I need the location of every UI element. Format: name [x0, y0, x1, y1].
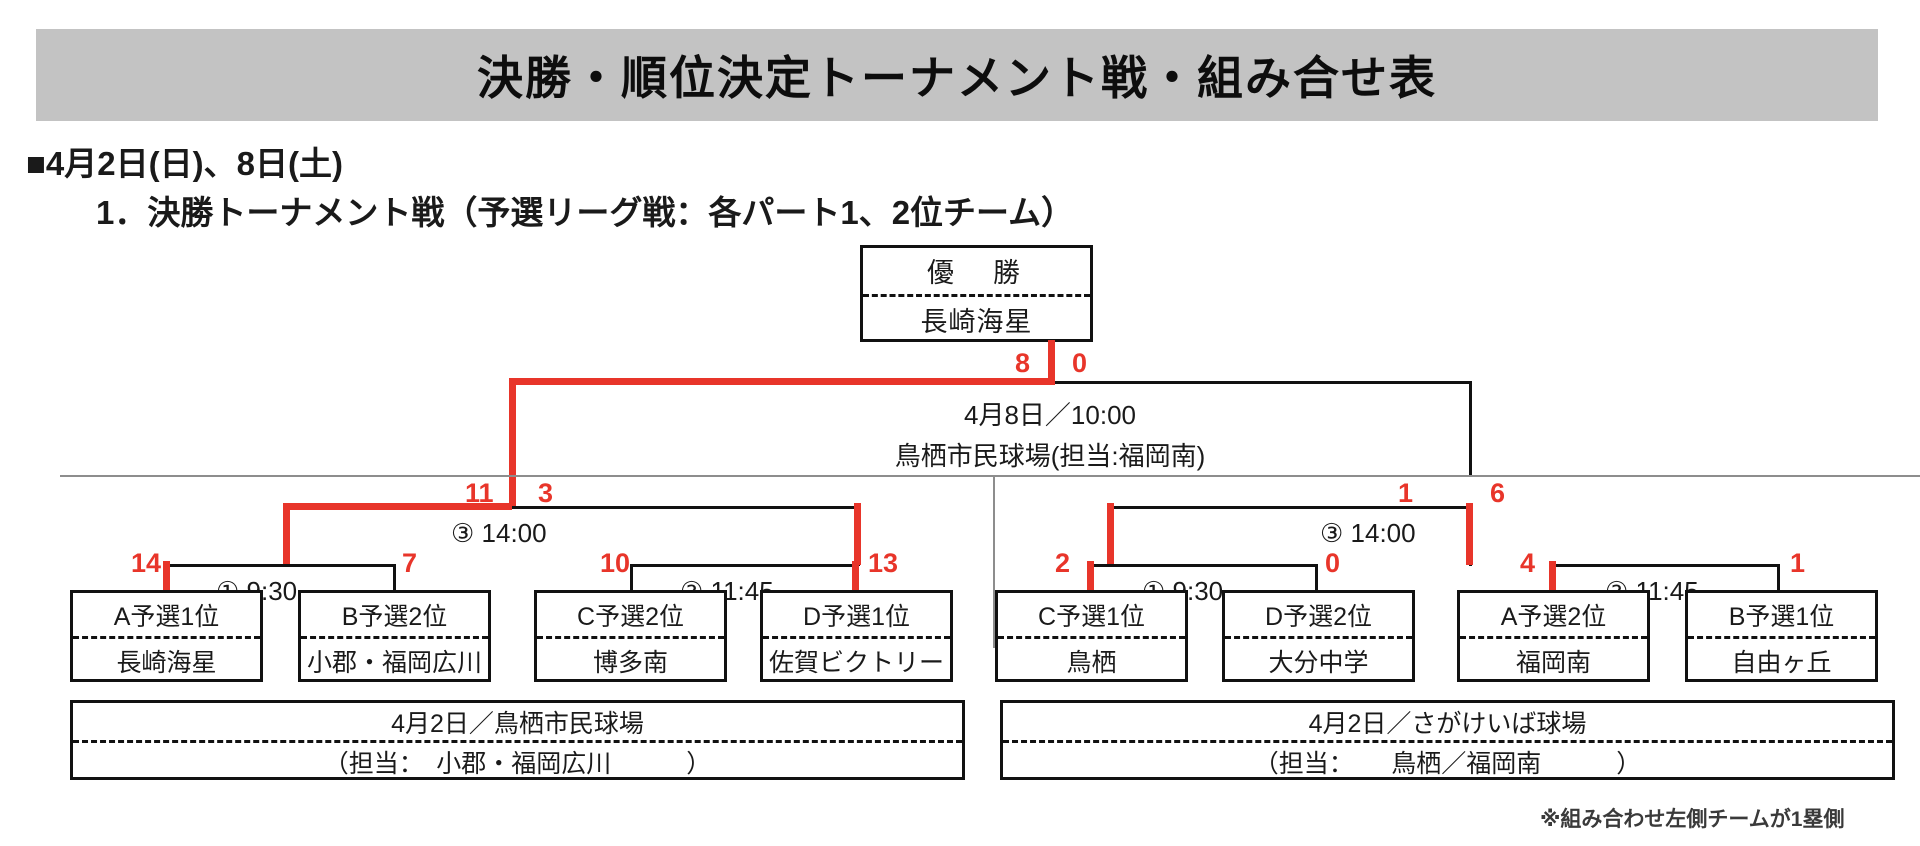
winner-path-qf-R1 [1087, 561, 1094, 592]
qf-L2-connector [630, 564, 858, 567]
team-box[interactable]: D予選2位 大分中学 [1222, 590, 1415, 682]
team-box[interactable]: B予選2位 小郡・福岡広川 [298, 590, 491, 682]
winner-path-final-arm [509, 378, 1051, 385]
qf-L1-score-right: 7 [402, 548, 418, 578]
final-right-riser [1469, 381, 1472, 477]
team-name: 佐賀ビクトリー [768, 648, 944, 677]
team-box[interactable]: B予選1位 自由ヶ丘 [1685, 590, 1878, 682]
venue-datetime: 4月2日／鳥栖市民球場 [73, 703, 962, 743]
team-name: 福岡南 [1515, 648, 1591, 677]
team-seed: A予選1位 [73, 593, 260, 639]
section-divider-vertical [993, 476, 995, 648]
team-box[interactable]: A予選1位 長崎海星 [70, 590, 263, 682]
qf-L1-connector [166, 564, 396, 567]
winner-path-sf-right-riser [1107, 503, 1114, 565]
team-seed: D予選2位 [1225, 593, 1412, 639]
team-name: 博多南 [592, 648, 668, 677]
qf-R2-connector [1552, 564, 1780, 567]
winner-path-qf-L2 [852, 561, 859, 592]
semifinal-left-score-right: 3 [538, 478, 554, 508]
winner-path-champion-stem [1048, 340, 1055, 385]
footnote: ※組み合わせ左側チームが1塁側 [1540, 808, 1845, 831]
winner-path-qf-L1 [163, 561, 170, 592]
qf-R2-riser-right [1777, 564, 1780, 590]
champion-box: 優 勝 長崎海星 [860, 245, 1093, 342]
final-venue: 鳥栖市民球場(担当:福岡南) [894, 441, 1206, 471]
qf-L1-score-left: 14 [131, 548, 162, 578]
qf-L1-riser-right [393, 564, 396, 590]
winner-path-sf-left-loser-riser [854, 503, 861, 565]
page-title-banner: 決勝・順位決定トーナメント戦・組み合せ表 [36, 29, 1878, 121]
team-name: 鳥栖 [1066, 648, 1117, 677]
qf-R1-score-right: 0 [1325, 548, 1341, 578]
qf-R1-score-left: 2 [1055, 548, 1071, 578]
venue-staff: （担当： 小郡・福岡広川 ） [323, 749, 712, 778]
semifinal-right-connector [1110, 506, 1472, 509]
semifinal-right-label: ③ 14:00 [1320, 518, 1416, 548]
section-divider-horizontal [60, 475, 1920, 477]
team-seed: A予選2位 [1460, 593, 1647, 639]
winner-path-sf-left-arm [283, 503, 512, 510]
team-name: 長崎海星 [116, 648, 217, 677]
winner-path-qf-R2 [1549, 561, 1556, 592]
semifinal-left-label: ③ 14:00 [451, 518, 547, 548]
team-seed: B予選1位 [1688, 593, 1875, 639]
qf-L2-score-left: 10 [600, 548, 631, 578]
qf-R2-score-right: 1 [1790, 548, 1806, 578]
final-datetime: 4月8日／10:00 [964, 400, 1136, 430]
qf-R1-riser-right [1315, 564, 1318, 590]
team-seed: D予選1位 [763, 593, 950, 639]
final-score-right: 0 [1072, 348, 1088, 378]
champion-team: 長崎海星 [920, 306, 1033, 337]
venue-box-left: 4月2日／鳥栖市民球場 （担当： 小郡・福岡広川 ） [70, 700, 965, 780]
winner-path-sf-right-loser-riser [1466, 503, 1473, 565]
semifinal-right-score-left: 1 [1398, 478, 1414, 508]
team-name: 自由ヶ丘 [1731, 648, 1832, 677]
date-heading: ■4月2日(日)、8日(土) [26, 145, 343, 182]
venue-box-right: 4月2日／さがけいば球場 （担当： 鳥栖／福岡南 ） [1000, 700, 1895, 780]
champion-title: 優 勝 [863, 248, 1090, 297]
qf-L2-score-right: 13 [868, 548, 899, 578]
final-score-left: 8 [1015, 348, 1031, 378]
team-name: 小郡・福岡広川 [306, 648, 482, 677]
team-name: 大分中学 [1268, 648, 1369, 677]
qf-L2-riser-left [630, 564, 633, 590]
team-seed: B予選2位 [301, 593, 488, 639]
qf-R2-score-left: 4 [1520, 548, 1536, 578]
section-heading: 1．決勝トーナメント戦（予選リーグ戦：各パート1、2位チーム） [96, 194, 1075, 231]
venue-datetime: 4月2日／さがけいば球場 [1003, 703, 1892, 743]
team-box[interactable]: D予選1位 佐賀ビクトリー [760, 590, 953, 682]
team-box[interactable]: A予選2位 福岡南 [1457, 590, 1650, 682]
qf-R1-connector [1090, 564, 1318, 567]
team-seed: C予選1位 [998, 593, 1185, 639]
team-box[interactable]: C予選2位 博多南 [534, 590, 727, 682]
semifinal-right-score-right: 6 [1490, 478, 1506, 508]
venue-staff: （担当： 鳥栖／福岡南 ） [1253, 749, 1642, 778]
team-box[interactable]: C予選1位 鳥栖 [995, 590, 1188, 682]
page-title: 決勝・順位決定トーナメント戦・組み合せ表 [477, 52, 1437, 104]
winner-path-sf-left-riser [283, 503, 290, 565]
team-seed: C予選2位 [537, 593, 724, 639]
winner-path-final-riser [509, 378, 516, 508]
semifinal-left-connector [509, 506, 860, 509]
